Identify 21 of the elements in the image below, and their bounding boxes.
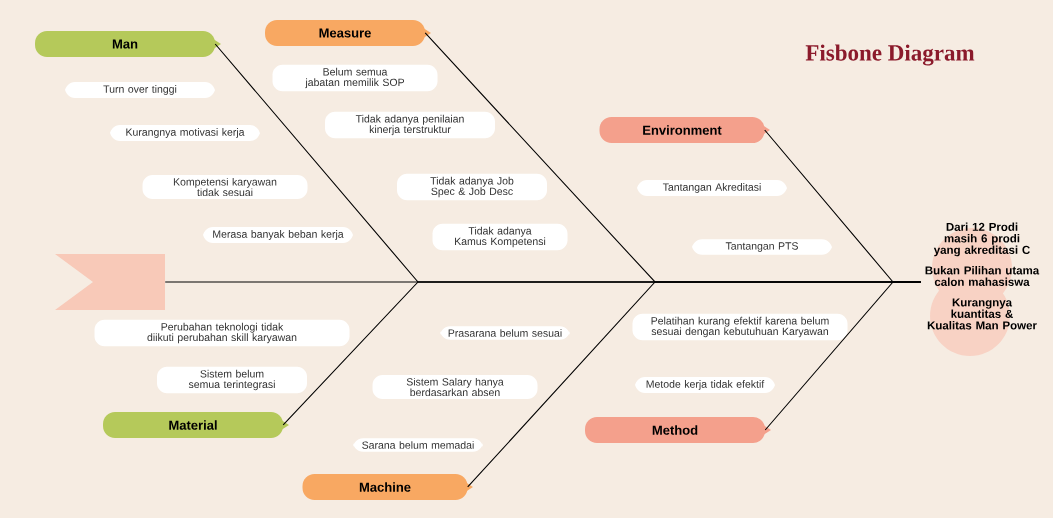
- category-tag: Man: [35, 31, 221, 57]
- cause-bubble: Tidak adanya penilaian kinerja terstruktur: [325, 111, 495, 139]
- bone-line: [764, 281, 922, 431]
- cause-bubble: Tantangan PTS: [692, 239, 832, 255]
- category-tag: Measure: [265, 20, 431, 46]
- cause-bubble: Tidak adanya Job Spec & Job Desc: [397, 173, 547, 201]
- cause-bubble: Sarana belum memadai: [353, 438, 483, 452]
- cause-bubble: Kurangnya motivasi kerja: [110, 125, 260, 141]
- fish-tail: [55, 254, 165, 310]
- fish-head: Dari 12 Prodi masih 6 prodi yang akreditasi C Bukan Pilihan utama calon mahasiswa Kurangnya kuantitas & Kualitas Man Power: [925, 222, 1040, 356]
- cause-bubble: Tantangan Akreditasi: [637, 180, 787, 196]
- cause-bubble: Metode kerja tidak efektif: [635, 377, 775, 393]
- cause-bubble: Prasarana belum sesuai: [440, 326, 570, 340]
- category-tag: Material: [103, 412, 289, 438]
- cause-bubble: Perubahan teknologi tidak diikuti perubahan skill karyawan: [94, 319, 350, 347]
- cause-bubble: Sistem belum semua terintegrasi: [157, 366, 307, 394]
- cause-bubble: Turn over tinggi: [65, 82, 215, 98]
- cause-bubble: Merasa banyak beban kerja: [203, 227, 353, 243]
- category-tag: Method: [585, 417, 771, 443]
- cause-bubble: Pelatihan kurang efektif karena belum sesuai dengan kebutuhuan Karyawan: [632, 313, 848, 341]
- title: Fisbone Diagram: [805, 44, 975, 66]
